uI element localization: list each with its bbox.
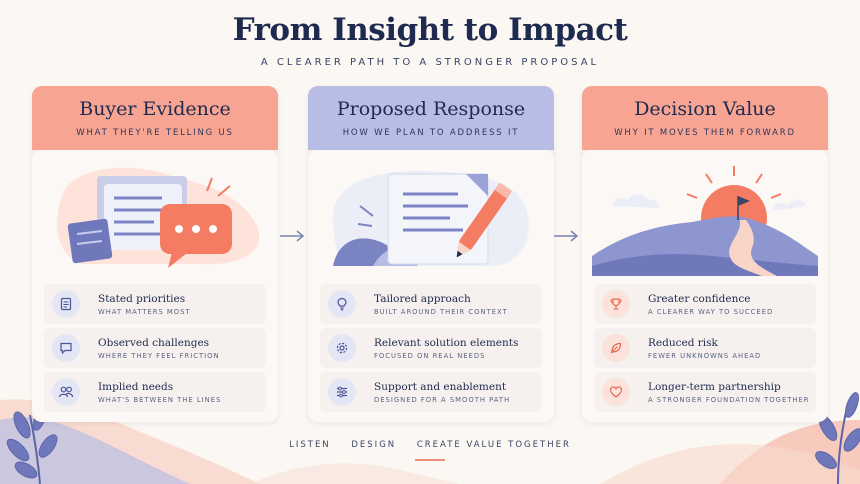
footer-underline [415, 459, 445, 461]
list-item: Observed challenges WHERE THEY FEEL FRIC… [44, 328, 266, 368]
leaf-icon [602, 334, 630, 362]
people-icon [52, 378, 80, 406]
list-item: Relevant solution elements FOCUSED ON RE… [320, 328, 542, 368]
list-item: Longer-term partnership A STRONGER FOUND… [594, 372, 816, 412]
item-sublabel: WHERE THEY FEEL FRICTION [98, 351, 220, 360]
speech-bubble-icon [52, 334, 80, 362]
footer-steps: LISTEN DESIGN CREATE VALUE TOGETHER [0, 440, 860, 450]
item-label: Longer-term partnership [648, 380, 781, 393]
list-item: Reduced risk FEWER UNKNOWNS AHEAD [594, 328, 816, 368]
card-buyer-evidence: Buyer Evidence WHAT THEY'RE TELLING US [32, 86, 278, 422]
item-sublabel: FOCUSED ON REAL NEEDS [374, 351, 486, 360]
item-sublabel: A CLEARER WAY TO SUCCEED [648, 307, 774, 316]
footer-step-design: DESIGN [351, 440, 397, 450]
item-label: Implied needs [98, 380, 174, 393]
item-sublabel: FEWER UNKNOWNS AHEAD [648, 351, 762, 360]
card-subtitle: WHAT THEY'RE TELLING US [76, 128, 234, 138]
item-sublabel: WHAT'S BETWEEN THE LINES [98, 395, 222, 404]
list-item: Stated priorities WHAT MATTERS MOST [44, 284, 266, 324]
card-body: Stated priorities WHAT MATTERS MOST Obse… [32, 150, 278, 422]
list-item: Support and enablement DESIGNED FOR A SM… [320, 372, 542, 412]
card-header: Proposed Response HOW WE PLAN TO ADDRESS… [308, 86, 554, 150]
card-title: Buyer Evidence [79, 98, 231, 120]
item-label: Support and enablement [374, 380, 507, 393]
item-sublabel: DESIGNED FOR A SMOOTH PATH [374, 395, 511, 404]
arrow-right-icon [554, 230, 579, 242]
item-sublabel: BUILT AROUND THEIR CONTEXT [374, 307, 508, 316]
list-item: Greater confidence A CLEARER WAY TO SUCC… [594, 284, 816, 324]
card-header: Buyer Evidence WHAT THEY'RE TELLING US [32, 86, 278, 150]
item-label: Relevant solution elements [374, 336, 519, 349]
gear-icon [328, 334, 356, 362]
card-title: Proposed Response [336, 98, 526, 120]
trophy-icon [602, 290, 630, 318]
card-proposed-response: Proposed Response HOW WE PLAN TO ADDRESS… [308, 86, 554, 422]
heart-icon [602, 378, 630, 406]
document-icon [52, 290, 80, 318]
list-item: Implied needs WHAT'S BETWEEN THE LINES [44, 372, 266, 412]
card-subtitle: HOW WE PLAN TO ADDRESS IT [342, 128, 520, 138]
page-title: From Insight to Impact [232, 12, 628, 48]
page-subtitle: A CLEARER PATH TO A STRONGER PROPOSAL [260, 57, 600, 68]
card-subtitle: WHY IT MOVES THEM FORWARD [614, 128, 796, 138]
item-label: Tailored approach [374, 292, 471, 305]
summit-illustration [592, 166, 818, 276]
proposal-illustration [333, 171, 529, 266]
card-header: Decision Value WHY IT MOVES THEM FORWARD [582, 86, 828, 150]
footer-step-listen: LISTEN [289, 440, 331, 450]
item-label: Reduced risk [648, 336, 718, 349]
card-title: Decision Value [634, 98, 776, 120]
card-decision-value: Decision Value WHY IT MOVES THEM FORWARD [582, 86, 828, 422]
item-label: Observed challenges [98, 336, 210, 349]
card-body: Greater confidence A CLEARER WAY TO SUCC… [582, 150, 828, 422]
item-sublabel: WHAT MATTERS MOST [98, 307, 191, 316]
item-label: Stated priorities [98, 292, 186, 305]
item-sublabel: A STRONGER FOUNDATION TOGETHER [648, 395, 810, 404]
evidence-illustration [57, 167, 260, 268]
sliders-icon [328, 378, 356, 406]
list-item: Tailored approach BUILT AROUND THEIR CON… [320, 284, 542, 324]
footer-step-create-value: CREATE VALUE TOGETHER [416, 440, 571, 450]
item-label: Greater confidence [648, 292, 751, 305]
arrow-right-icon [280, 230, 305, 242]
lightbulb-icon [328, 290, 356, 318]
card-body: Tailored approach BUILT AROUND THEIR CON… [308, 150, 554, 422]
